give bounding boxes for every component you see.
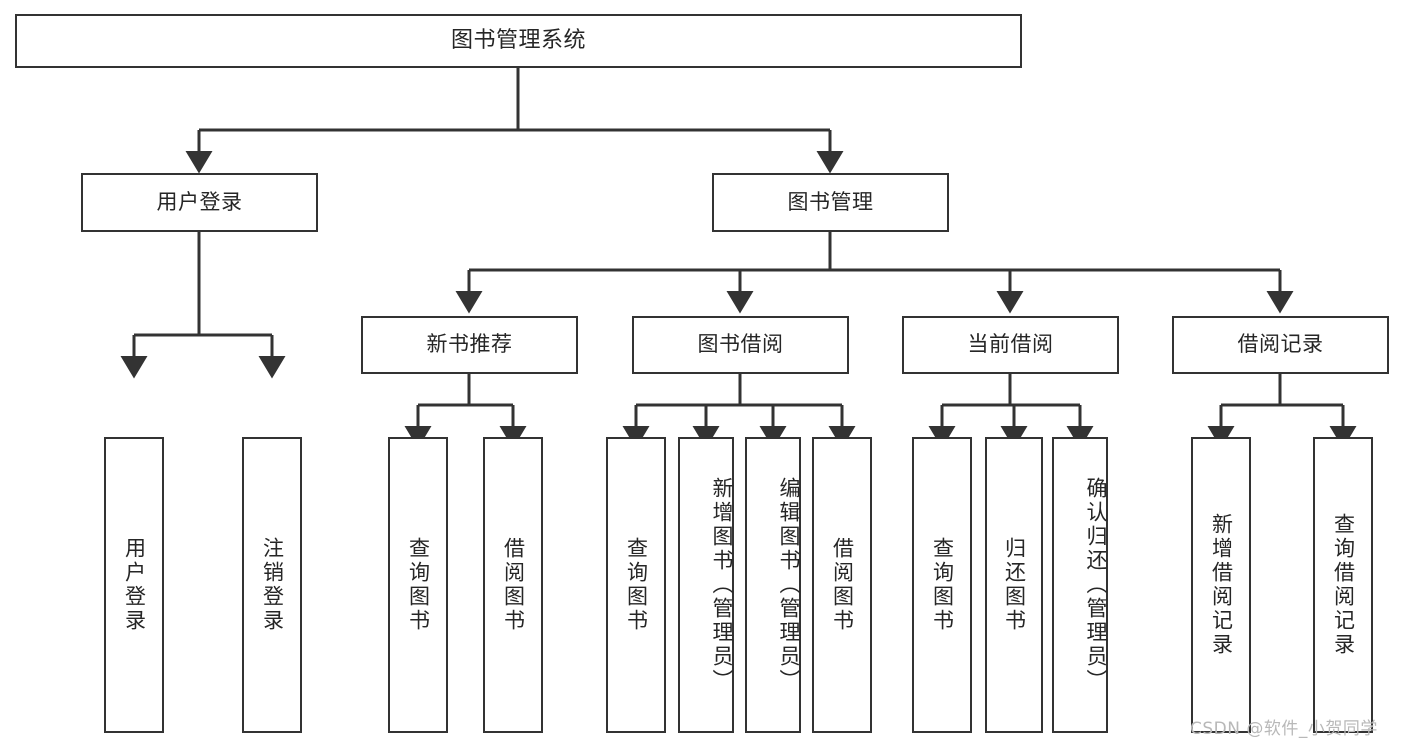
node-new-book-recommend[interactable]: 新书推荐	[361, 316, 578, 374]
node-root-book-management-system[interactable]: 图书管理系统	[15, 14, 1022, 68]
leaf-query-borrow-record[interactable]: 查询借阅记录	[1313, 437, 1373, 733]
node-borrow-records[interactable]: 借阅记录	[1172, 316, 1389, 374]
leaf-query-book-recommend[interactable]: 查询图书	[388, 437, 448, 733]
leaf-query-book-current[interactable]: 查询图书	[912, 437, 972, 733]
node-book-management[interactable]: 图书管理	[712, 173, 949, 232]
leaf-edit-book-admin[interactable]: 编辑图书（管理员）	[745, 437, 801, 733]
node-current-borrow[interactable]: 当前借阅	[902, 316, 1119, 374]
csdn-watermark: CSDN @软件_小贺同学	[1190, 719, 1378, 739]
leaf-query-book-borrow[interactable]: 查询图书	[606, 437, 666, 733]
leaf-return-book[interactable]: 归还图书	[985, 437, 1043, 733]
node-book-borrow[interactable]: 图书借阅	[632, 316, 849, 374]
leaf-confirm-return-admin[interactable]: 确认归还（管理员）	[1052, 437, 1108, 733]
leaf-add-borrow-record[interactable]: 新增借阅记录	[1191, 437, 1251, 733]
leaf-borrow-book[interactable]: 借阅图书	[812, 437, 872, 733]
leaf-borrow-book-recommend[interactable]: 借阅图书	[483, 437, 543, 733]
node-user-login[interactable]: 用户登录	[81, 173, 318, 232]
leaf-user-login[interactable]: 用户登录	[104, 437, 164, 733]
leaf-add-book-admin[interactable]: 新增图书（管理员）	[678, 437, 734, 733]
leaf-user-logout[interactable]: 注销登录	[242, 437, 302, 733]
